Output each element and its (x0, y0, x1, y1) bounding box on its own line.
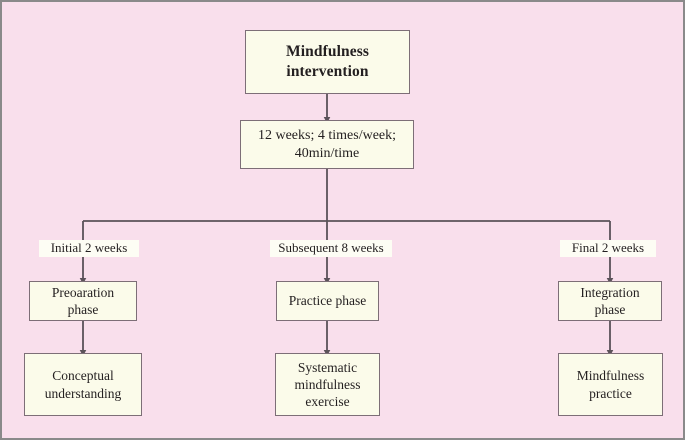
node-mindfulness-practice: Mindfulness practice (558, 353, 663, 416)
node-preparation-phase: Preoaration phase (29, 281, 137, 321)
node-integration-phase: Integration phase (558, 281, 662, 321)
edge-label-final-2-weeks: Final 2 weeks (560, 240, 656, 257)
node-conceptual-understanding: Conceptual understanding (24, 353, 142, 416)
edge-label-initial-2-weeks: Initial 2 weeks (39, 240, 139, 257)
edge-label-subsequent-8-weeks: Subsequent 8 weeks (270, 240, 392, 257)
node-mindfulness-intervention: Mindfulness intervention (245, 30, 410, 94)
node-systematic-mindfulness-exercise: Systematic mindfulness exercise (275, 353, 380, 416)
node-practice-phase: Practice phase (276, 281, 379, 321)
node-dosage: 12 weeks; 4 times/week; 40min/time (240, 120, 414, 169)
